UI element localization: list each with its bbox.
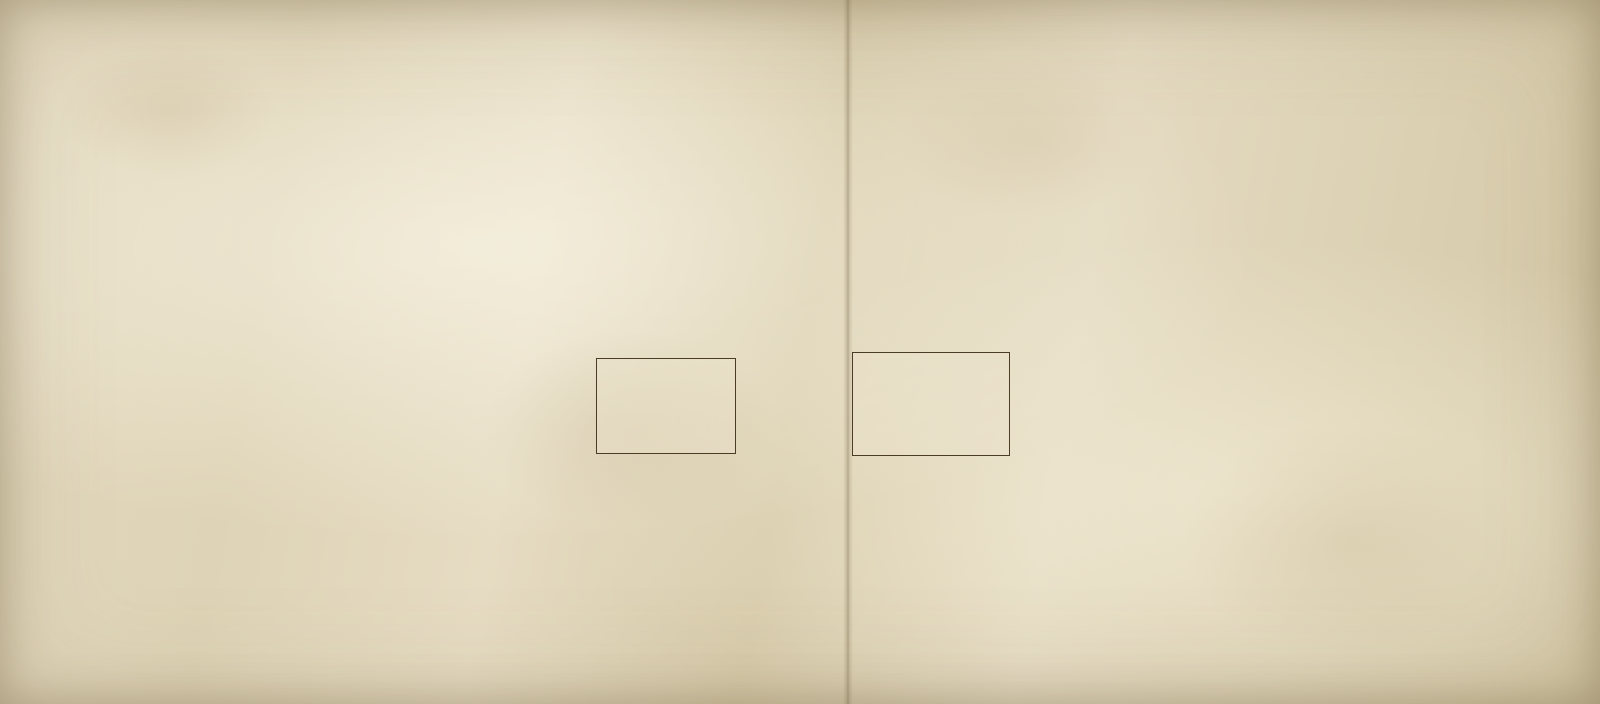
remarque-panel-right xyxy=(852,352,1010,456)
paper-stain xyxy=(1180,420,1520,660)
paper-stain xyxy=(900,60,1160,220)
remarque-panel-left xyxy=(596,358,736,454)
paper-stain xyxy=(60,40,280,180)
